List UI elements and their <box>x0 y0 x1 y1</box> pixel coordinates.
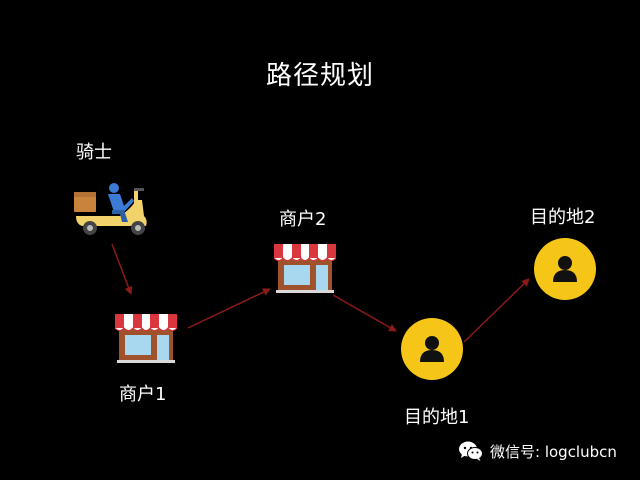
watermark: 微信号: logclubcn <box>458 439 617 463</box>
shop1-storefront-icon <box>114 314 178 363</box>
scooter-rider-icon <box>74 183 147 235</box>
shop2-storefront-icon <box>273 244 337 293</box>
watermark-text: 微信号: logclubcn <box>490 442 617 461</box>
wechat-icon <box>459 441 483 461</box>
rider-label: 骑士 <box>76 142 112 163</box>
edge-shop2-to-dest1 <box>332 294 397 332</box>
shop1-label: 商户1 <box>119 384 167 405</box>
dest2-label: 目的地2 <box>530 207 596 228</box>
dest1-user-pin-icon <box>401 318 463 380</box>
shop2-label: 商户2 <box>279 209 327 230</box>
dest1-label: 目的地1 <box>404 407 470 428</box>
edge-dest1-to-dest2 <box>463 278 530 343</box>
dest2-user-pin-icon <box>534 238 596 300</box>
edge-shop1-to-shop2 <box>187 288 271 329</box>
edge-rider-to-shop1 <box>111 243 133 295</box>
diagram-title: 路径规划 <box>265 61 374 91</box>
